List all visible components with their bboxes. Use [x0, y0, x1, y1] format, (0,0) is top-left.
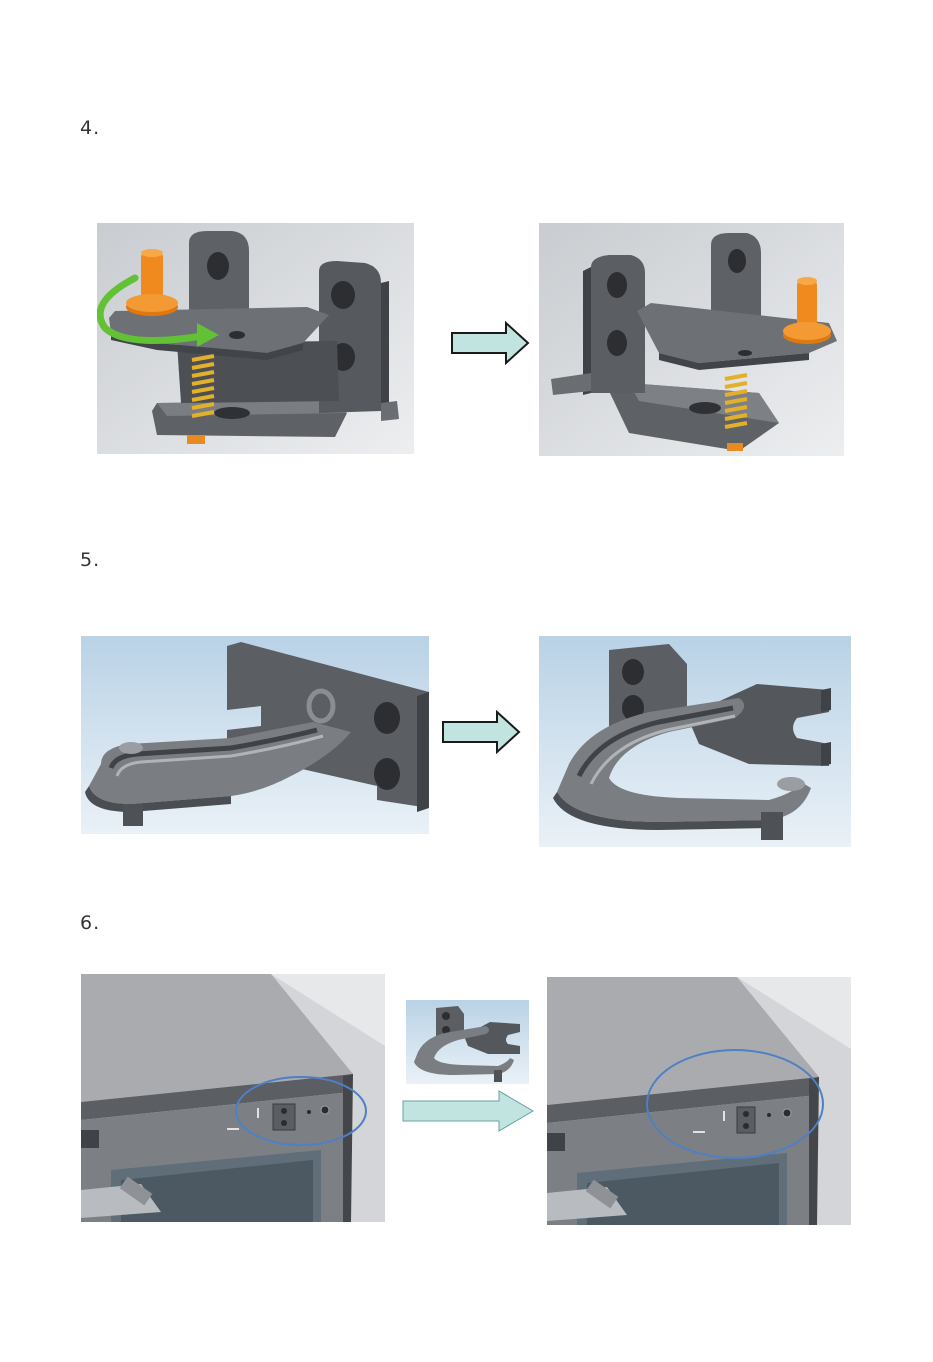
step-6-before-image — [81, 974, 385, 1222]
step-6-after-image — [547, 977, 851, 1225]
step-4-after-image — [539, 223, 844, 456]
step-5-number: 5. — [80, 549, 100, 571]
step-4-before-image — [97, 223, 414, 454]
step-5-before-image — [81, 636, 429, 834]
step-6-hinge-reference-image — [406, 1000, 529, 1084]
step-4-right-arrow-icon — [450, 321, 530, 365]
step-6-right-arrow-icon — [401, 1089, 535, 1133]
step-6-number: 6. — [80, 912, 100, 934]
step-5-after-image — [539, 636, 851, 847]
step-5-right-arrow-icon — [441, 710, 521, 754]
step-4-number: 4. — [80, 117, 100, 139]
